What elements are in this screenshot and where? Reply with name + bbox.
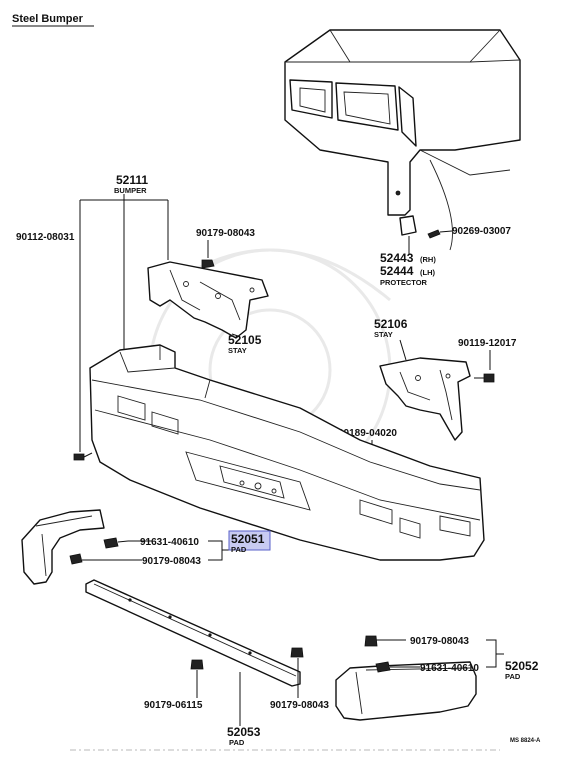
leader-bracket-52051: [208, 540, 223, 561]
protector-part: [399, 215, 453, 239]
leader-stay-52106: [399, 339, 407, 361]
stay-52106: [379, 357, 471, 441]
highlight-52051[interactable]: [228, 530, 271, 551]
pad-52053: [85, 579, 301, 687]
label-52105: 52105: [228, 333, 262, 347]
label-pad-b: PAD: [505, 672, 521, 681]
nut-90179-right: [364, 635, 378, 647]
label-90179-08043-top: 90179-08043: [196, 228, 255, 239]
stay-52105: [147, 261, 269, 339]
nut-90179-bottom: [290, 647, 304, 658]
label-52052: 52052: [505, 659, 539, 673]
car-body: [284, 29, 521, 251]
bolt-90119: [474, 373, 495, 383]
label-90179-08043-right: 90179-08043: [410, 636, 469, 647]
bolt-90112: [73, 452, 93, 461]
label-90179-08043-bottom: 90179-08043: [270, 700, 329, 711]
label-stay-b: STAY: [374, 330, 393, 339]
pad-52051: [21, 509, 105, 585]
label-52051: 52051: [231, 532, 265, 546]
label-90269-03007: 90269-03007: [452, 226, 511, 237]
leader-bracket-52052: [486, 639, 497, 668]
screw-91631-right: [375, 661, 400, 673]
label-90179-08043-left: 90179-08043: [142, 556, 201, 567]
label-52443: 52443: [380, 251, 414, 265]
main-bumper: [89, 344, 485, 561]
label-lh: (LH): [420, 268, 435, 277]
label-52444: 52444: [380, 264, 414, 278]
footer-code: MS 8824-A: [510, 738, 541, 744]
label-stay-a: STAY: [228, 346, 247, 355]
leader-stay-52105-end: [231, 333, 239, 337]
label-90189-04020: 90189-04020: [338, 428, 397, 439]
label-91631-40610-right: 91631-40610: [420, 663, 479, 674]
label-91631-40610-left: 91631-40610: [140, 537, 199, 548]
label-protector: PROTECTOR: [380, 278, 428, 287]
page-title: Steel Bumper: [12, 13, 84, 25]
label-90112-08031: 90112-08031: [16, 232, 75, 243]
label-pad-a: PAD: [231, 545, 247, 554]
label-52053: 52053: [227, 725, 261, 739]
label-52106: 52106: [374, 317, 408, 331]
nut-90179-06115: [190, 659, 204, 670]
label-bumper: BUMPER: [114, 186, 147, 195]
label-90119-12017: 90119-12017: [458, 338, 517, 349]
label-90179-06115: 90179-06115: [144, 700, 203, 711]
label-52111: 52111: [116, 173, 148, 187]
nut-top: [201, 259, 215, 269]
label-pad-c: PAD: [229, 738, 245, 747]
label-rh: (RH): [420, 255, 436, 264]
nut-90179-left: [69, 553, 83, 565]
screw-91631-left: [103, 537, 129, 549]
